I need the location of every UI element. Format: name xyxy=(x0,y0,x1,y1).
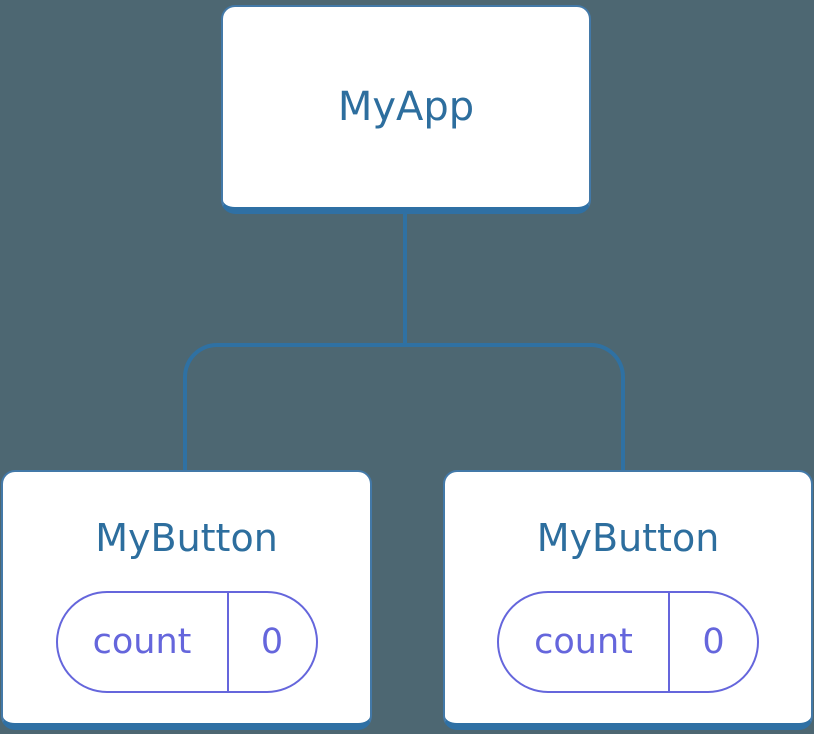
state-pill: count 0 xyxy=(497,591,759,693)
component-node-myapp: MyApp xyxy=(221,5,591,214)
component-node-mybutton-right: MyButton count 0 xyxy=(443,470,813,730)
connector-branch xyxy=(183,343,625,471)
state-key: count xyxy=(92,622,192,662)
component-label: MyButton xyxy=(536,516,720,560)
connector-parent-stem xyxy=(403,212,407,345)
component-label: MyButton xyxy=(95,516,278,560)
component-node-mybutton-left: MyButton count 0 xyxy=(1,470,372,730)
state-value: 0 xyxy=(668,593,757,691)
state-key: count xyxy=(534,622,633,662)
state-pill: count 0 xyxy=(55,591,318,693)
component-label: MyApp xyxy=(337,84,475,130)
state-value: 0 xyxy=(226,593,316,691)
